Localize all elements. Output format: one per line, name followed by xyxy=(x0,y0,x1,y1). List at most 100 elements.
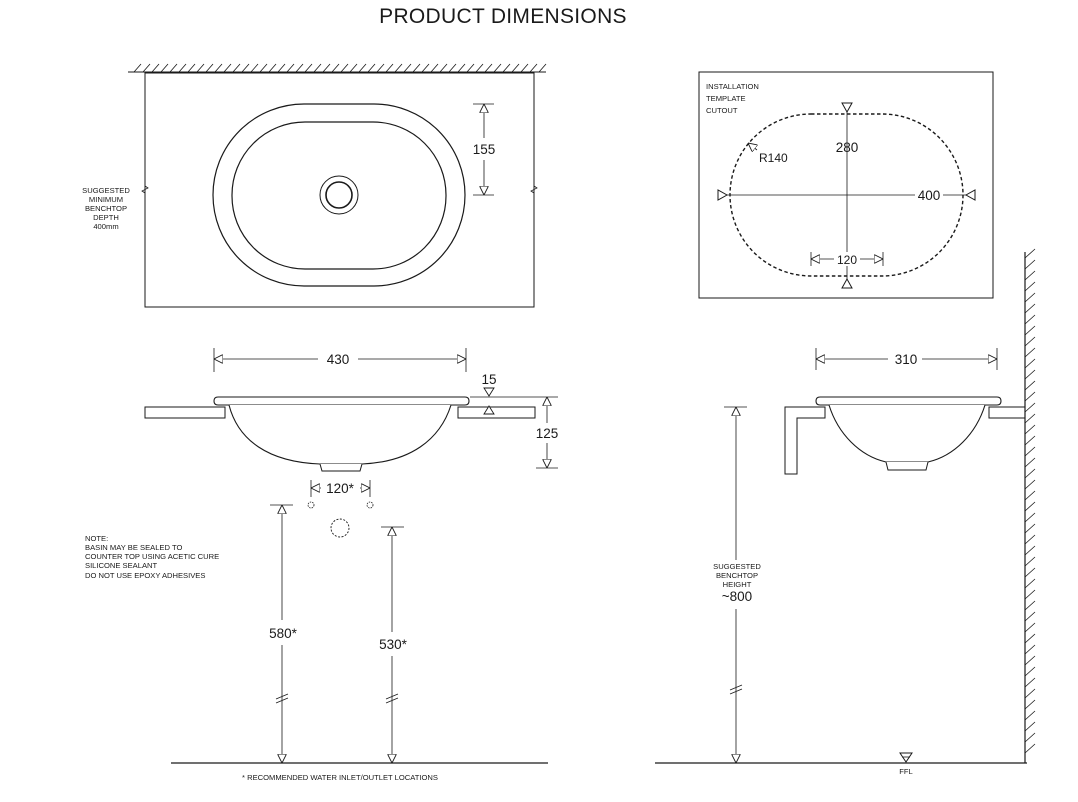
hatch-stroke xyxy=(1024,457,1036,468)
hatch-stroke xyxy=(520,63,529,73)
hatch-stroke xyxy=(1024,666,1036,677)
hatch-stroke xyxy=(511,63,520,73)
hatch-stroke xyxy=(1024,369,1036,380)
dim-120-waste-label: 120* xyxy=(326,481,355,496)
basin-rim-front xyxy=(213,396,470,406)
hatch-stroke xyxy=(457,63,466,73)
hatch-stroke xyxy=(241,63,250,73)
hatch-stroke xyxy=(1024,611,1036,622)
dim-155-label: 155 xyxy=(473,142,496,157)
hatch-stroke xyxy=(1024,248,1036,259)
note-line5: DO NOT USE EPOXY ADHESIVES xyxy=(85,571,205,580)
dim-430-label: 430 xyxy=(327,352,350,367)
hatch-stroke xyxy=(1024,633,1036,644)
hatch-stroke xyxy=(268,63,277,73)
template-frame xyxy=(698,71,994,299)
ffl-marker xyxy=(899,752,913,763)
hatch-stroke xyxy=(205,63,214,73)
marker-top xyxy=(841,102,853,114)
basin-rim-side xyxy=(815,396,1002,406)
dim-530-label: 530* xyxy=(379,637,408,652)
dim-800-break xyxy=(729,684,743,695)
wall-hatching-side xyxy=(1024,248,1036,754)
hatch-stroke xyxy=(133,63,142,73)
template-offset-label: 120 xyxy=(837,253,857,267)
hatch-stroke xyxy=(376,63,385,73)
hatch-stroke xyxy=(1024,358,1036,369)
hatch-stroke xyxy=(286,63,295,73)
hatch-stroke xyxy=(1024,347,1036,358)
hatch-stroke xyxy=(1024,721,1036,732)
hatch-stroke xyxy=(1024,446,1036,457)
break-symbol-right xyxy=(530,182,538,198)
template-width-label: 400 xyxy=(918,188,941,203)
hatch-stroke xyxy=(1024,600,1036,611)
note-line1: NOTE: xyxy=(85,534,108,543)
hatch-stroke xyxy=(358,63,367,73)
benchtop-plan xyxy=(144,72,535,308)
template-width-label-bg xyxy=(915,188,943,203)
benchtop-note-line4: DEPTH xyxy=(93,213,119,222)
note-line2: BASIN MAY BE SEALED TO xyxy=(85,543,182,552)
benchtop-right-section xyxy=(457,406,536,419)
benchtop-note-line2: MINIMUM xyxy=(89,195,123,204)
hatch-stroke xyxy=(448,63,457,73)
footnote: * RECOMMENDED WATER INLET/OUTLET LOCATIO… xyxy=(242,773,438,782)
hatch-stroke xyxy=(223,63,232,73)
hatch-stroke xyxy=(1024,523,1036,534)
benchtop-back-section xyxy=(988,406,1026,419)
hatch-stroke xyxy=(367,63,376,73)
hatch-stroke xyxy=(439,63,448,73)
hatch-stroke xyxy=(1024,578,1036,589)
hatch-stroke xyxy=(1024,677,1036,688)
hatch-stroke xyxy=(1024,655,1036,666)
hatch-stroke xyxy=(1024,380,1036,391)
installation-note: NOTE: BASIN MAY BE SEALED TO COUNTER TOP… xyxy=(85,534,219,580)
hatch-stroke xyxy=(1024,336,1036,347)
hatch-stroke xyxy=(484,63,493,73)
waste-outlet-side xyxy=(885,461,929,471)
marker-left xyxy=(717,189,729,201)
hatch-stroke xyxy=(277,63,286,73)
hatch-stroke xyxy=(475,63,484,73)
hatch-stroke xyxy=(421,63,430,73)
front-elevation: 430 15 125 120* xyxy=(144,348,558,538)
hatch-stroke xyxy=(502,63,511,73)
hatch-stroke xyxy=(1024,270,1036,281)
dim-310-label: 310 xyxy=(895,352,918,367)
hatch-stroke xyxy=(493,63,502,73)
waste-outlet-front xyxy=(319,463,363,472)
hatch-stroke xyxy=(214,63,223,73)
hatch-stroke xyxy=(322,63,331,73)
hatch-stroke xyxy=(250,63,259,73)
benchtop-note-line5: 400mm xyxy=(93,222,118,231)
hatch-stroke xyxy=(1024,468,1036,479)
template-height-label: 280 xyxy=(836,140,859,155)
inlet-heights: 580* 530* xyxy=(171,504,548,764)
hatch-stroke xyxy=(1024,534,1036,545)
hatch-stroke xyxy=(1024,567,1036,578)
hatch-stroke xyxy=(394,63,403,73)
hatch-stroke xyxy=(169,63,178,73)
dim-580-break xyxy=(275,693,289,704)
hatch-stroke xyxy=(1024,259,1036,270)
benchtop-left-section xyxy=(144,406,226,419)
hatch-stroke xyxy=(1024,391,1036,402)
inlet-marker-right xyxy=(366,501,374,509)
hatch-stroke xyxy=(349,63,358,73)
hatch-stroke xyxy=(187,63,196,73)
hatch-stroke xyxy=(142,63,151,73)
template-label-line3: CUTOUT xyxy=(706,106,738,115)
hatch-stroke xyxy=(1024,732,1036,743)
benchtop-note-line1: SUGGESTED xyxy=(82,186,130,195)
benchtop-height-line1: SUGGESTED xyxy=(713,562,761,571)
basin-bowl-front xyxy=(228,404,452,465)
dim-15-label: 15 xyxy=(481,372,496,387)
hatch-stroke xyxy=(196,63,205,73)
dim-15-arrow-bottom xyxy=(483,405,495,415)
hatch-stroke xyxy=(160,63,169,73)
hatch-stroke xyxy=(1024,622,1036,633)
hatch-stroke xyxy=(1024,644,1036,655)
benchtop-height-value: ~800 xyxy=(722,589,752,604)
